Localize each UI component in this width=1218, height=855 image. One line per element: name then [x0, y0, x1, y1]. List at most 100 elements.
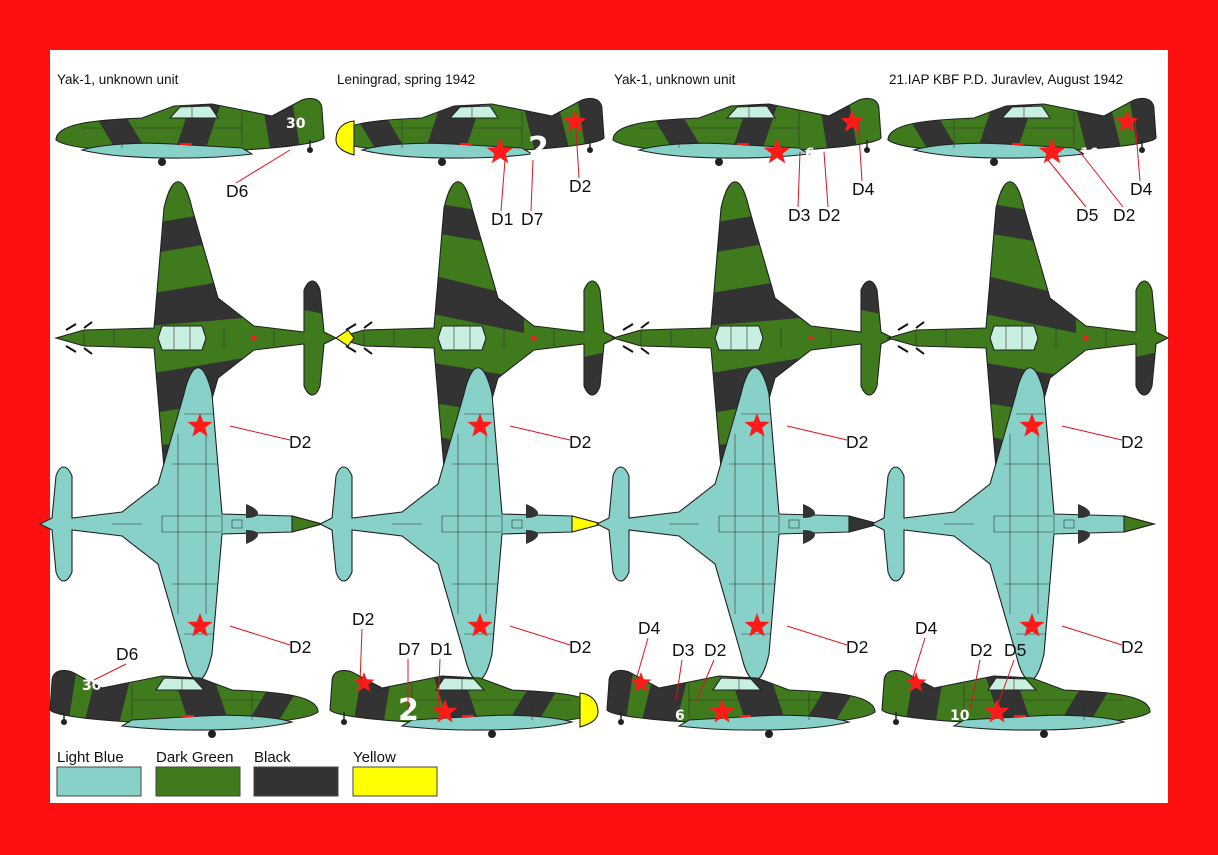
camo-black-band [851, 278, 893, 318]
access-panel [1063, 519, 1075, 529]
decal-label: D2 [970, 640, 992, 660]
main-wheel [208, 730, 216, 738]
red-star-insignia [486, 138, 514, 164]
decal-sheet [50, 50, 1168, 803]
side-profile-lower-group [49, 669, 319, 738]
red-star-insignia [709, 699, 735, 723]
decal-label: D2 [846, 432, 868, 452]
decal-label: D2 [1113, 205, 1135, 225]
red-star-insignia [744, 613, 770, 637]
canopy-top [157, 325, 207, 351]
decal-label: D5 [1076, 205, 1098, 225]
tail-wheel [341, 719, 347, 725]
legend-label: Yellow [353, 749, 396, 766]
column-title: Yak-1, unknown unit [57, 72, 179, 87]
leader-line [530, 159, 534, 212]
legend-item: Dark Green [155, 749, 241, 797]
main-wheel [1040, 730, 1048, 738]
decal-label: D6 [226, 181, 248, 201]
leader-line [229, 425, 291, 441]
wing-panels [452, 413, 498, 635]
wheel-wells [526, 504, 538, 544]
red-star-insignia [744, 413, 770, 437]
leader-line [823, 151, 829, 208]
decal-label: D4 [1130, 179, 1153, 199]
side-profile-lower-group [606, 669, 876, 738]
leader-line [500, 159, 506, 212]
wing-underside [636, 142, 811, 159]
airframe-underside [38, 367, 325, 681]
red-star-insignia [1038, 138, 1066, 164]
leader-line [575, 129, 580, 179]
main-wheel [765, 730, 773, 738]
panel-lines [963, 684, 1124, 720]
wing-underside [359, 142, 534, 159]
canopy-top [714, 325, 764, 351]
leader-line [1047, 159, 1087, 208]
main-wheel [488, 730, 496, 738]
tail-number: 30 [82, 678, 102, 694]
decal-label: D2 [289, 432, 311, 452]
wing-underside [79, 142, 254, 159]
red-marking [1084, 335, 1090, 341]
exhaust-stubs [65, 321, 93, 355]
side-profile [335, 97, 605, 166]
red-star-insignia [1019, 413, 1045, 437]
leader-line [911, 637, 926, 681]
column-title: Leningrad, spring 1942 [337, 72, 475, 87]
fuselage-panels [640, 328, 832, 348]
wheel-wells [1078, 504, 1090, 544]
tail-number: 10 [950, 708, 970, 724]
camo-black-patch [607, 670, 634, 725]
decal-label: D2 [704, 640, 726, 660]
panel-lines [914, 112, 1075, 148]
wing-panels [729, 413, 775, 635]
red-marking [809, 335, 815, 341]
leader-line [797, 151, 801, 208]
access-panel [231, 519, 243, 529]
canopy [986, 677, 1038, 691]
legend-label: Light Blue [57, 749, 124, 766]
exhaust-stubs [345, 321, 373, 355]
leader-line [1061, 425, 1123, 441]
camo-black-patch [82, 672, 132, 725]
radiator [944, 515, 1055, 533]
leader-line [786, 425, 848, 441]
legend-item: Yellow [352, 749, 438, 797]
red-star-insignia [984, 699, 1010, 723]
panel-lines [82, 112, 243, 148]
red-star-insignia [840, 110, 864, 132]
canopy [1000, 105, 1052, 119]
red-star-insignia [563, 110, 587, 132]
tail-wheel [1139, 147, 1145, 153]
legend-swatch [56, 766, 142, 797]
decal-label: D4 [638, 618, 661, 638]
leader-line [235, 149, 291, 184]
leader-line [1061, 625, 1123, 646]
tail-number: 2 [528, 131, 549, 166]
fuselage-panels [83, 328, 275, 348]
legend-label: Dark Green [156, 749, 234, 766]
tail-number: 2 [398, 693, 419, 728]
main-wheel [715, 158, 723, 166]
leader-line [969, 659, 981, 711]
side-profile [49, 669, 319, 738]
leader-line [437, 658, 441, 711]
leader-line [635, 637, 649, 681]
canopy [154, 677, 206, 691]
decal-label: D6 [116, 644, 138, 664]
side-profile [606, 669, 876, 738]
red-star-insignia [432, 699, 458, 723]
tail-wheel [307, 147, 313, 153]
decal-label: D4 [852, 179, 875, 199]
red-star-insignia [1115, 110, 1139, 132]
decal-label: D5 [1004, 640, 1026, 660]
tail-wheel [864, 147, 870, 153]
legend-swatch [352, 766, 438, 797]
canopy-frames [453, 326, 471, 350]
black-nose [848, 515, 882, 533]
red-star-insignia [467, 413, 493, 437]
